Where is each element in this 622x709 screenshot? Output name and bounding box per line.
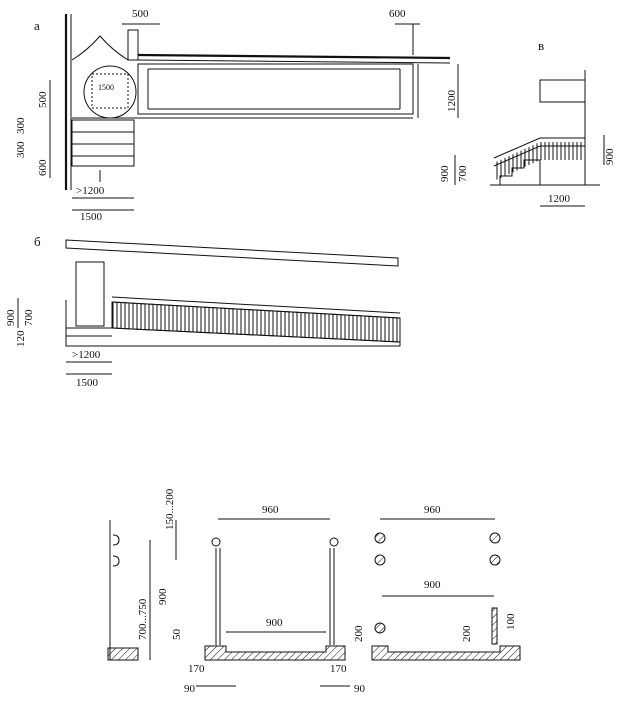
dim-left-300b: 300 xyxy=(15,141,27,158)
wall-line xyxy=(137,53,451,60)
rail-section xyxy=(374,622,386,634)
dim-b-900: 900 xyxy=(5,309,17,326)
dim-v-700: 700 xyxy=(457,165,469,182)
panel-b-ramp: б 900 700 120 >1200 1500 xyxy=(5,234,401,389)
dim-960: 960 xyxy=(262,504,279,516)
bottom-right-section: 960 900 200 200 100 xyxy=(353,504,521,661)
bottom-left-section: 150...200 900 700...750 50 xyxy=(107,488,183,661)
dim-90-left: 90 xyxy=(184,683,196,695)
dim-b-gt1200: >1200 xyxy=(72,349,101,361)
rail-section xyxy=(374,554,386,566)
ramp-railing xyxy=(111,301,401,343)
handrail-bracket xyxy=(112,555,120,567)
dim-1500: 1500 xyxy=(80,211,103,223)
wheel-guard xyxy=(491,607,498,645)
dim-top-500: 500 xyxy=(132,8,149,20)
dim-960-right: 960 xyxy=(424,504,441,516)
floor-hatch xyxy=(107,647,139,661)
dim-v-900-left: 900 xyxy=(439,165,451,182)
door xyxy=(75,261,105,327)
bottom-middle-section: 960 900 170 170 90 90 xyxy=(184,504,366,695)
door-jamb xyxy=(127,29,139,61)
rail-top xyxy=(111,296,401,314)
dim-900: 900 xyxy=(157,588,169,605)
panel-a-label: а xyxy=(34,18,40,33)
dim-left-300a: 300 xyxy=(15,117,27,134)
handrail xyxy=(493,137,585,159)
dim-b-700: 700 xyxy=(23,309,35,326)
dim-170-left: 170 xyxy=(188,663,205,675)
door-elevation xyxy=(539,79,586,103)
ramp-plan xyxy=(137,63,414,115)
rail-section xyxy=(489,554,501,566)
wheelchair-footprint xyxy=(91,73,129,109)
dim-700-750: 700...750 xyxy=(137,598,149,640)
dim-200-a: 200 xyxy=(353,625,365,642)
circle-dim: 1500 xyxy=(98,83,114,92)
panel-v-stairs: в 900 700 900 1200 xyxy=(439,38,616,207)
floor-hatch xyxy=(204,645,346,661)
dim-170-right: 170 xyxy=(330,663,347,675)
dim-100: 100 xyxy=(505,613,517,630)
dim-90-right: 90 xyxy=(354,683,366,695)
handrail-bracket xyxy=(112,534,120,546)
dim-top-600: 600 xyxy=(389,8,406,20)
ramp-slab xyxy=(65,327,401,347)
dim-left-500: 500 xyxy=(37,91,49,108)
dim-ramp-1200: 1200 xyxy=(446,90,458,113)
dim-b-1500: 1500 xyxy=(76,377,99,389)
panel-v-label: в xyxy=(538,38,544,53)
dim-b-120: 120 xyxy=(15,330,27,347)
panel-b-label: б xyxy=(34,234,41,249)
stairs-plan xyxy=(71,119,135,167)
dim-900-right: 900 xyxy=(424,579,441,591)
dim-gt1200: >1200 xyxy=(76,185,105,197)
rail-top xyxy=(211,537,221,547)
floor-hatch xyxy=(371,645,521,661)
canopy xyxy=(65,239,399,267)
dim-200-b: 200 xyxy=(461,625,473,642)
rail-section xyxy=(489,532,501,544)
dim-900-mid: 900 xyxy=(266,617,283,629)
dim-left-600: 600 xyxy=(37,159,49,176)
door-swing xyxy=(71,35,129,61)
dim-150-200: 150...200 xyxy=(164,488,176,530)
wall-line xyxy=(137,59,451,64)
dim-50: 50 xyxy=(171,629,183,641)
rail-top xyxy=(329,537,339,547)
baluster-fill xyxy=(496,142,585,180)
dim-v-1200: 1200 xyxy=(548,193,571,205)
rail-section xyxy=(374,532,386,544)
dim-v-900-right: 900 xyxy=(604,148,616,165)
panel-a-plan: а 1500 500 600 500 3 xyxy=(15,8,459,223)
